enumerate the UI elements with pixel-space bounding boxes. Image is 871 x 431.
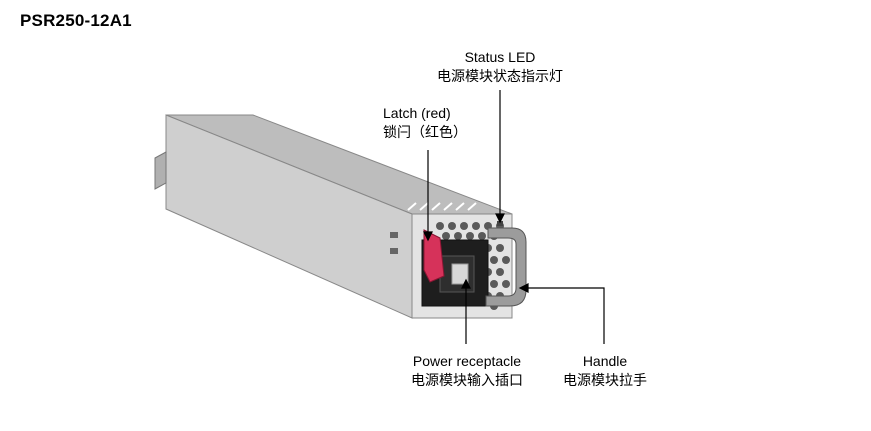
- latch-label: Latch (red) 锁闩（红色）: [383, 104, 467, 142]
- status-led-label-zh: 电源模块状态指示灯: [437, 68, 563, 84]
- status-led-label-en: Status LED: [464, 49, 536, 65]
- status-led-label: Status LED 电源模块状态指示灯: [400, 48, 600, 86]
- handle: [485, 227, 527, 307]
- side-marks: [390, 232, 398, 254]
- power-receptacle-label: Power receptacle 电源模块输入插口: [372, 352, 562, 390]
- handle-label-zh: 电源模块拉手: [563, 372, 647, 388]
- latch-label-zh: 锁闩（红色）: [383, 124, 467, 140]
- power-receptacle-label-en: Power receptacle: [412, 353, 522, 369]
- status-led: [497, 221, 503, 226]
- diagram-title: PSR250-12A1: [20, 11, 132, 30]
- latch: [423, 229, 445, 283]
- latch-label-en: Latch (red): [383, 105, 451, 121]
- power-receptacle-label-zh: 电源模块输入插口: [411, 372, 523, 388]
- callout-lines: [423, 90, 605, 344]
- top-vents: [407, 202, 477, 211]
- handle-label-en: Handle: [582, 353, 628, 369]
- rear-tab: [154, 151, 167, 190]
- handle-label: Handle 电源模块拉手: [545, 352, 665, 390]
- power-receptacle-pin: [451, 263, 469, 285]
